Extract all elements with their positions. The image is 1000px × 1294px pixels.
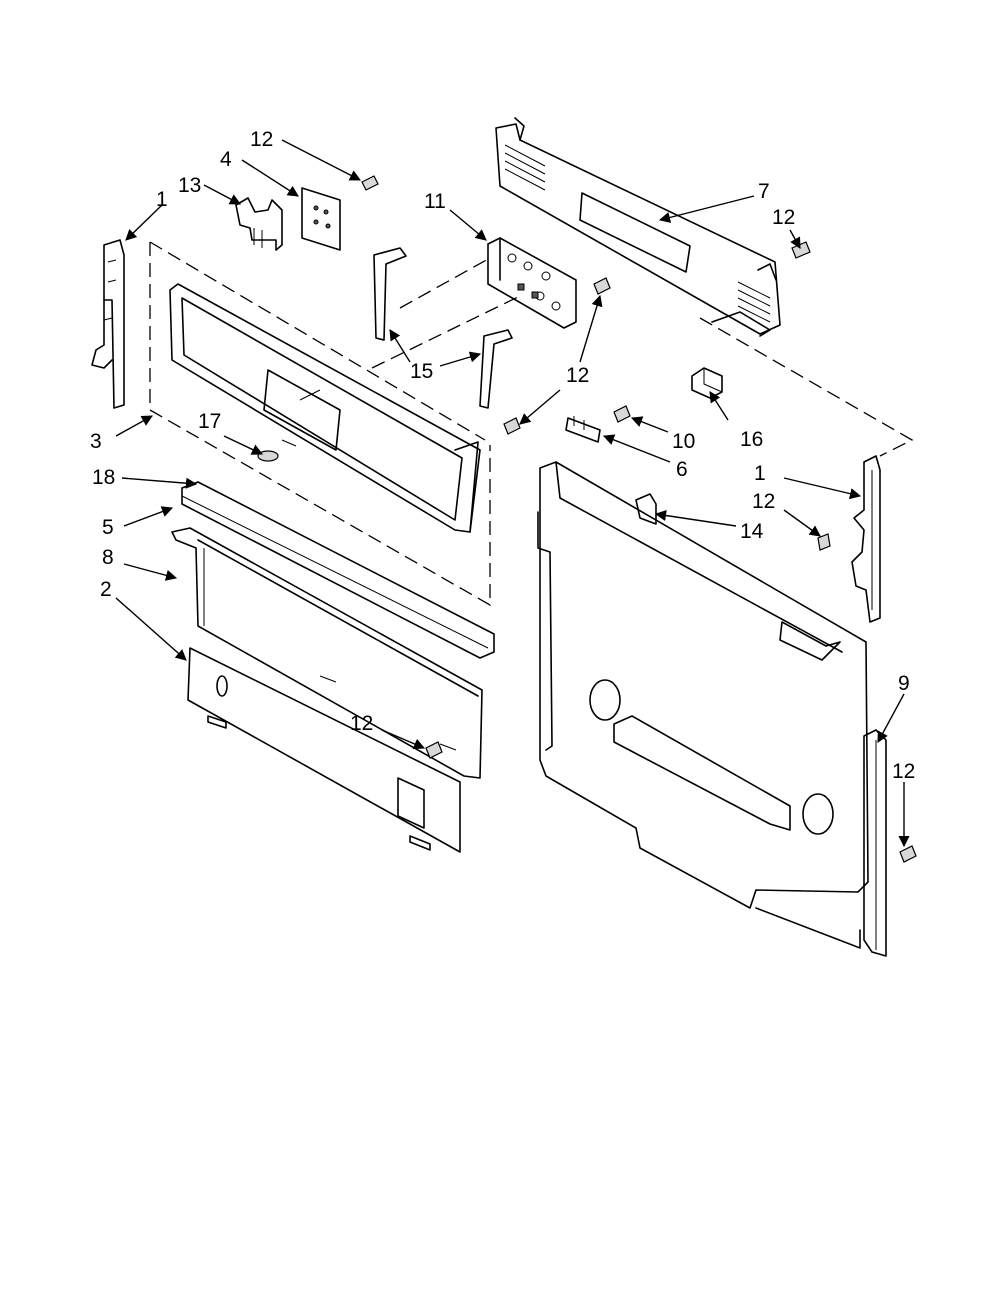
part-16-block bbox=[691, 367, 723, 399]
leader-lines bbox=[115, 139, 910, 848]
part-4-plate bbox=[301, 187, 341, 251]
part-8-inner-panel bbox=[171, 527, 483, 779]
callout-12-bottom: 12 bbox=[350, 712, 373, 735]
part-14-tab bbox=[635, 493, 657, 525]
part-12-right-bracket-screw bbox=[817, 533, 831, 551]
large-back-panel bbox=[537, 461, 869, 949]
callout-14: 14 bbox=[740, 520, 764, 543]
part-12-far-right-screw bbox=[899, 845, 917, 863]
part-10-screw bbox=[613, 405, 631, 423]
part-12-top-screw bbox=[361, 175, 379, 191]
part-18-trim bbox=[181, 481, 495, 659]
callout-1-right: 1 bbox=[754, 462, 766, 485]
part-11-module bbox=[487, 237, 577, 329]
part-12-right-screw bbox=[791, 241, 811, 259]
part-17-knob bbox=[257, 439, 297, 462]
callout-8: 8 bbox=[102, 546, 114, 569]
part-12-mid-screw bbox=[503, 417, 521, 435]
part-9-side-strip bbox=[863, 729, 887, 957]
callout-12-top: 12 bbox=[250, 128, 273, 151]
callout-10: 10 bbox=[672, 430, 695, 453]
part-3-console-outline bbox=[149, 241, 491, 607]
callout-3: 3 bbox=[90, 430, 102, 453]
callout-9: 9 bbox=[898, 672, 910, 695]
part-15-clips bbox=[373, 247, 513, 409]
callout-labels: 12 4 13 1 11 7 12 15 12 3 17 10 16 6 18 … bbox=[90, 128, 915, 783]
part-12-bottom-screw bbox=[425, 741, 443, 759]
module-leaders bbox=[371, 257, 521, 369]
part-7-rear-panel bbox=[495, 117, 781, 337]
part-12-module-screw bbox=[593, 277, 611, 295]
callout-12-far-right: 12 bbox=[892, 760, 915, 783]
callout-16: 16 bbox=[740, 428, 763, 451]
callout-1-left: 1 bbox=[156, 188, 168, 211]
part-6-bracket bbox=[565, 416, 601, 443]
callout-12-mid: 12 bbox=[566, 364, 589, 387]
part-1-right-bracket bbox=[851, 455, 881, 623]
callout-7: 7 bbox=[758, 180, 770, 203]
callout-5: 5 bbox=[102, 516, 114, 539]
callout-11: 11 bbox=[424, 190, 446, 213]
part-1-left-bracket bbox=[91, 239, 125, 409]
callout-15: 15 bbox=[410, 360, 433, 383]
callout-12-right: 12 bbox=[752, 490, 775, 513]
callout-18: 18 bbox=[92, 466, 115, 489]
callout-4: 4 bbox=[220, 148, 232, 171]
part-13-bracket bbox=[235, 197, 283, 251]
callout-2: 2 bbox=[100, 578, 112, 601]
callout-17: 17 bbox=[198, 410, 221, 433]
part-2-lower-panel bbox=[187, 647, 461, 853]
part-3-control-panel bbox=[169, 283, 481, 533]
callout-12-right-top: 12 bbox=[772, 206, 795, 229]
rear-panel-leader bbox=[699, 317, 914, 457]
callout-6: 6 bbox=[676, 458, 688, 481]
callout-13: 13 bbox=[178, 174, 201, 197]
